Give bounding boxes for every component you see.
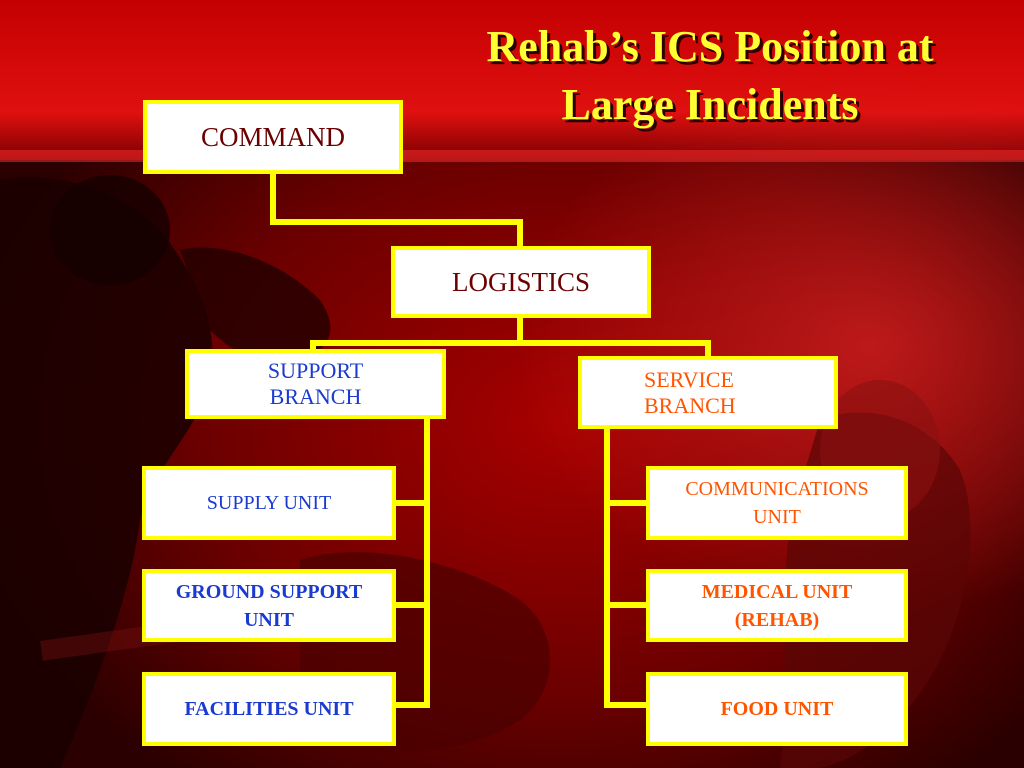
communications-unit-box: COMMUNICATIONS UNIT [646,466,908,540]
title-line-2: Large Incidents [561,80,859,129]
facilities-unit-label: FACILITIES UNIT [184,698,354,720]
supply-unit-label: SUPPLY UNIT [206,492,332,514]
support-branch-line-1: SUPPORT [267,358,364,383]
logistics-box: LOGISTICS [391,246,651,318]
slide-title: Rehab’s ICS Position at Large Incidents [400,18,1020,134]
communications-unit-line-2: UNIT [753,506,801,528]
service-branch-line-1: SERVICE [644,366,734,392]
support-branch-line-2: BRANCH [269,384,362,409]
medical-unit-line-2: (REHAB) [734,608,820,631]
service-branch-box: SERVICE BRANCH [578,356,838,429]
ground-support-unit-line-2: UNIT [243,608,294,631]
medical-unit-box: MEDICAL UNIT (REHAB) [646,569,908,642]
ground-support-unit-box: GROUND SUPPORT UNIT [142,569,396,642]
food-unit-box: FOOD UNIT [646,672,908,746]
command-box: COMMAND [143,100,403,174]
supply-unit-box: SUPPLY UNIT [142,466,396,540]
command-label: COMMAND [200,121,346,152]
logistics-label: LOGISTICS [451,266,590,297]
facilities-unit-box: FACILITIES UNIT [142,672,396,746]
food-unit-label: FOOD UNIT [720,698,834,720]
service-branch-line-2: BRANCH [644,392,736,418]
support-branch-box: SUPPORT BRANCH [185,349,446,419]
medical-unit-line-1: MEDICAL UNIT [701,580,853,603]
communications-unit-line-1: COMMUNICATIONS [685,478,869,500]
title-line-1: Rehab’s ICS Position at [486,22,934,71]
ground-support-unit-line-1: GROUND SUPPORT [175,580,363,603]
